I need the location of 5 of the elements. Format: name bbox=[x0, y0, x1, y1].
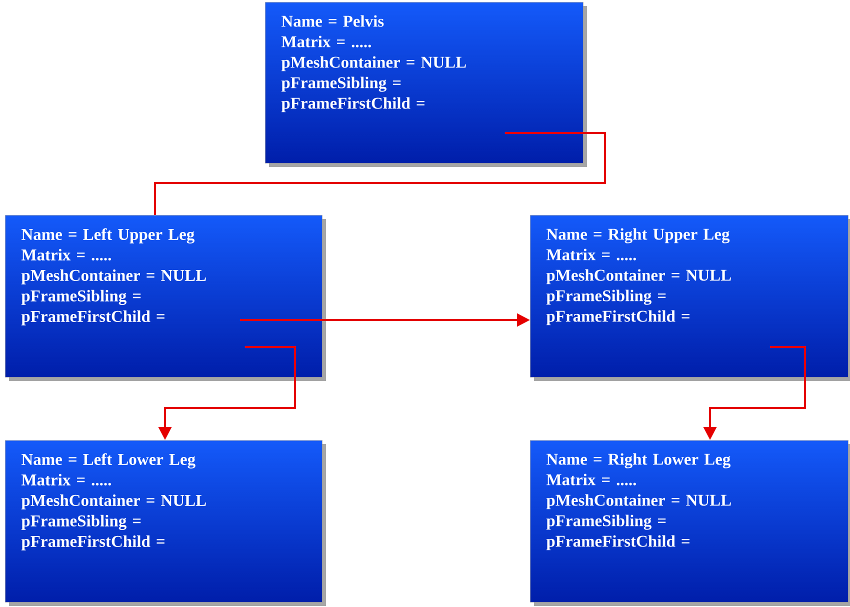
frame-box: Name = Left Upper Leg Matrix = ..... pMeshContainer = NULL pFrameSibling = pFrameFirstChild = bbox=[5, 215, 326, 381]
frame-box: Name = Right Upper Leg Matrix = ..... pMeshContainer = NULL pFrameSibling = pFrameFirstChild = bbox=[530, 215, 850, 381]
frame-box: Name = Left Lower Leg Matrix = ..... pMeshContainer = NULL pFrameSibling = pFrameFirstChild = bbox=[5, 440, 326, 606]
frame-box: Name = Right Lower Leg Matrix = ..... pMeshContainer = NULL pFrameSibling = pFrameFirstChild = bbox=[530, 440, 850, 606]
frame-box: Name = Pelvis Matrix = ..... pMeshContainer = NULL pFrameSibling = pFrameFirstChild = bbox=[265, 2, 587, 167]
